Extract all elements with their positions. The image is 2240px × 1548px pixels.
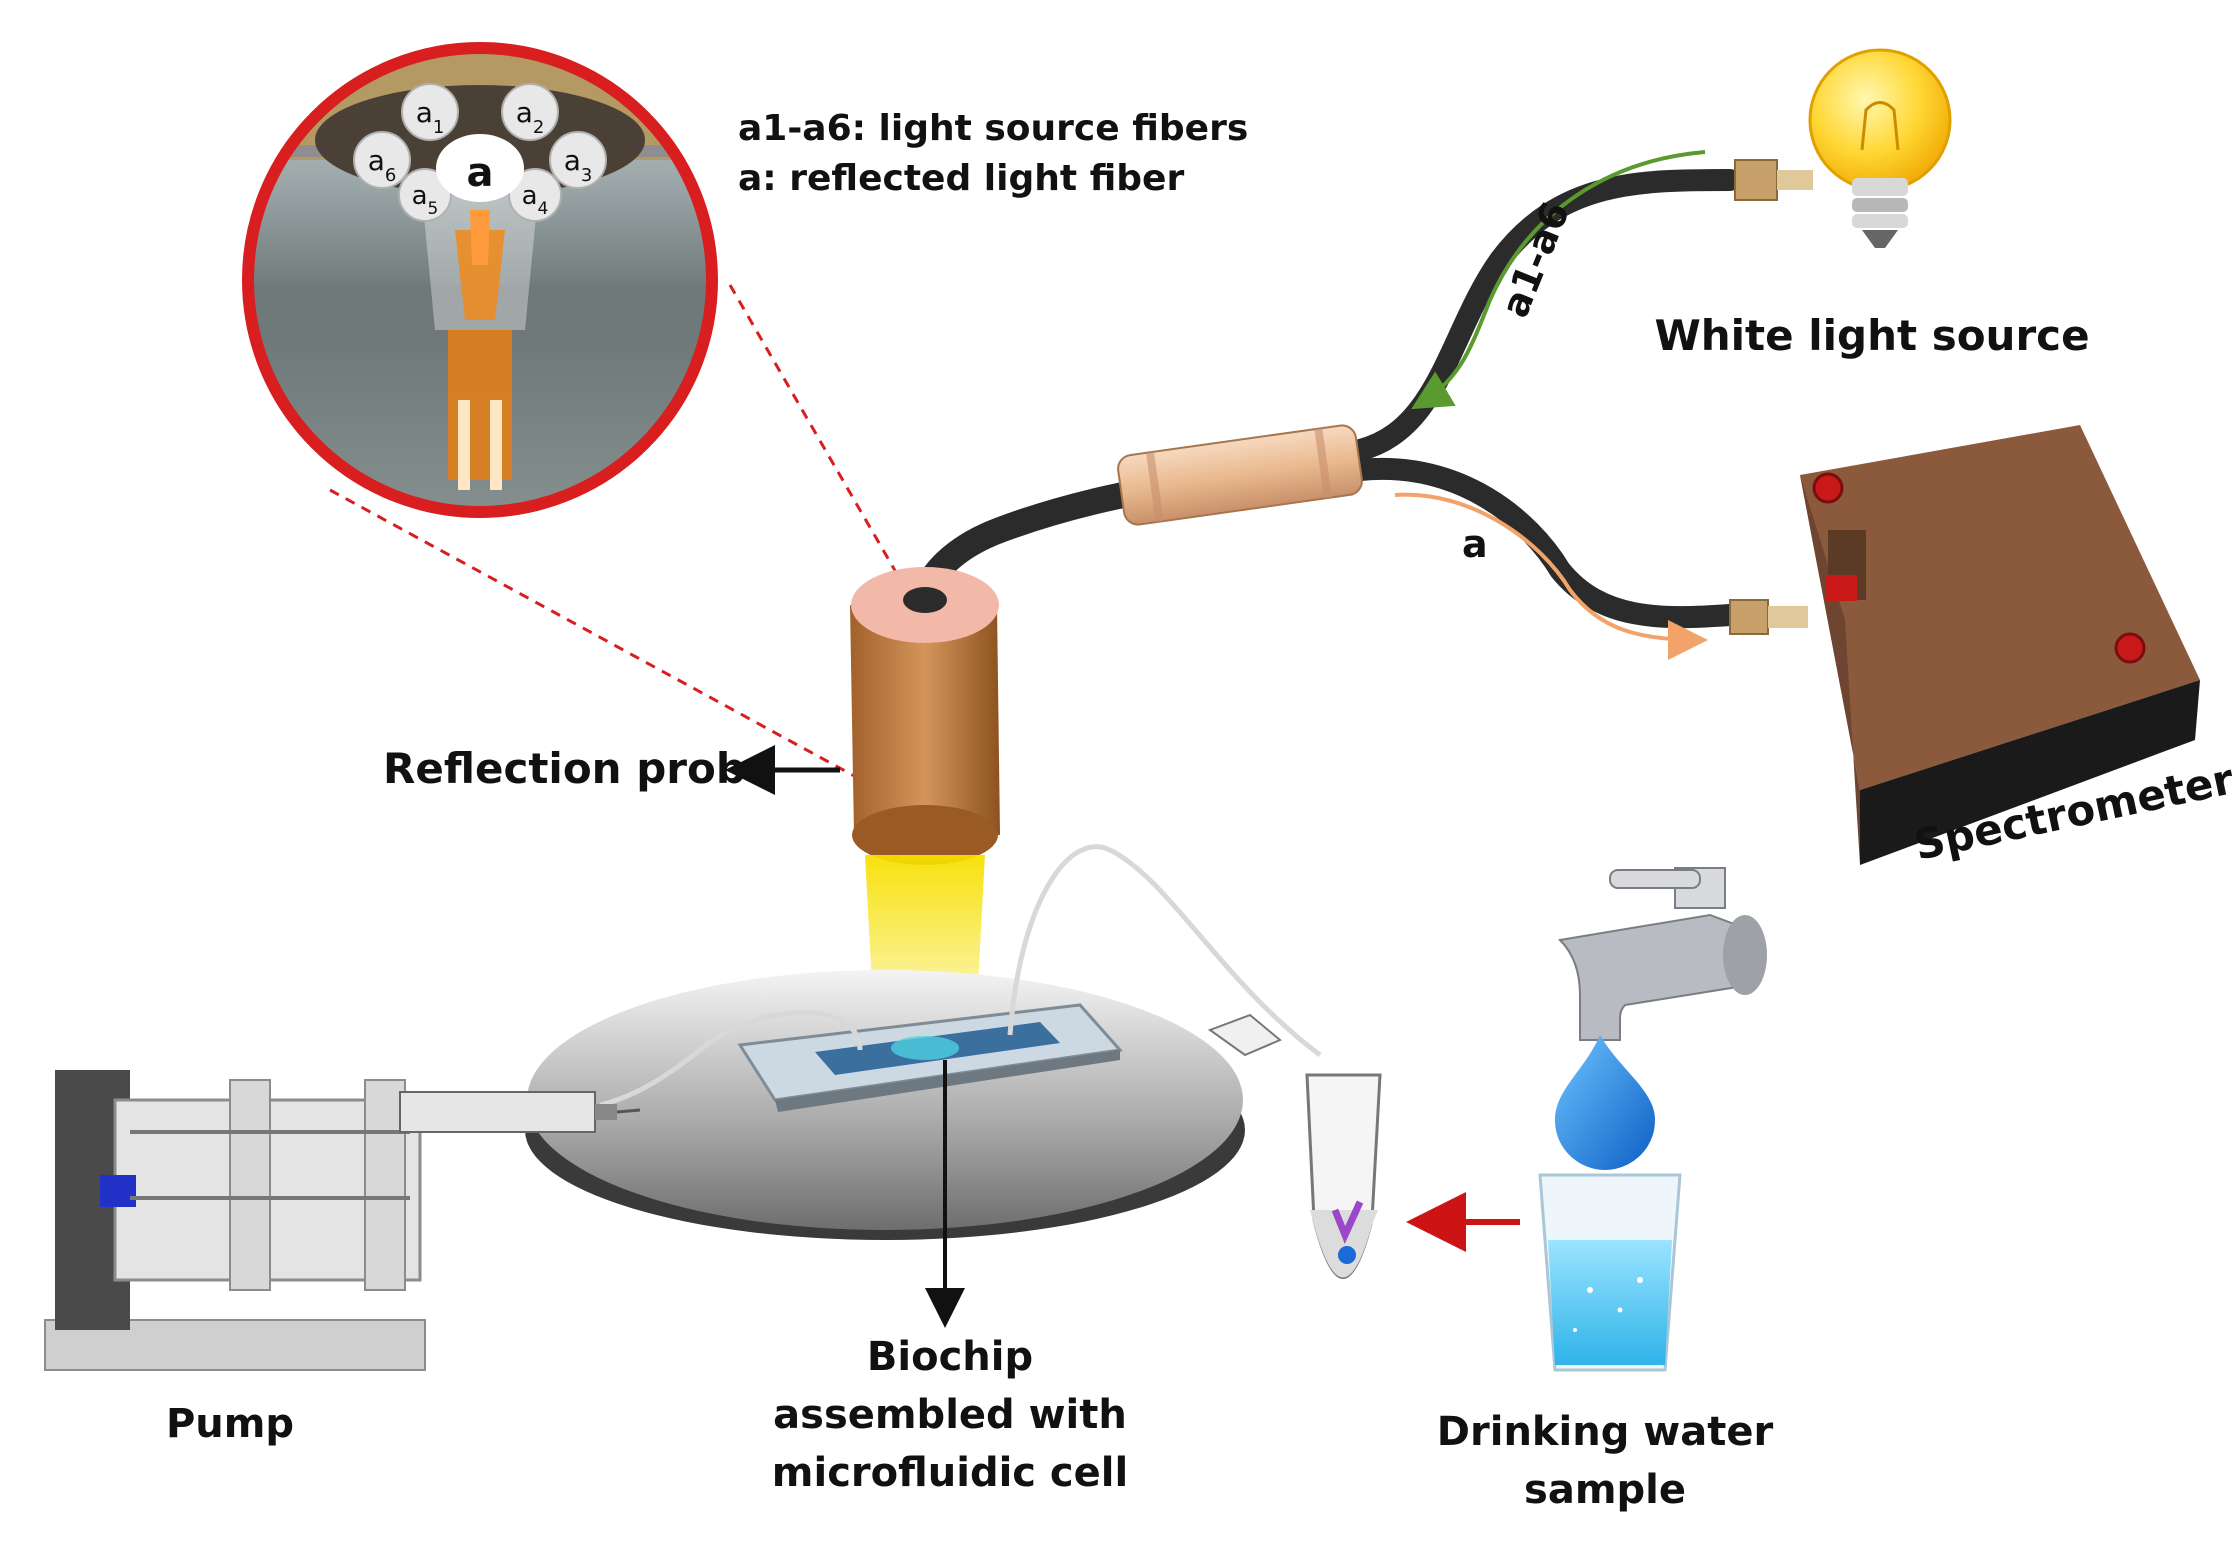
label-fiber-a: a <box>1462 522 1488 566</box>
inset-fiber-a1: a1 <box>401 83 459 141</box>
reflection-probe <box>850 567 1000 865</box>
svg-text:a6: a6 <box>368 144 397 186</box>
label-biochip-line3: microfluidic cell <box>772 1450 1128 1496</box>
light-cone <box>420 175 540 490</box>
label-drinking-water-line1: Drinking water <box>1437 1409 1774 1455</box>
svg-text:a5: a5 <box>412 181 439 219</box>
faucet-icon <box>1557 867 1767 1041</box>
label-white-light-source: White light source <box>1654 311 2089 360</box>
svg-text:a1: a1 <box>416 96 445 138</box>
sample-stage <box>525 970 1245 1240</box>
inset-fiber-a2: a2 <box>501 83 559 141</box>
biochip <box>599 844 1322 1112</box>
label-biochip-line2: assembled with <box>773 1392 1127 1438</box>
svg-text:a4: a4 <box>522 181 549 219</box>
inset-fiber-a6: a6 <box>353 131 411 189</box>
label-biochip-line1: Biochip <box>867 1334 1033 1380</box>
svg-text:a3: a3 <box>564 144 593 186</box>
label-pump: Pump <box>166 1401 294 1447</box>
sample-tube <box>1207 1013 1382 1279</box>
reflected-light-arrow <box>1394 492 1708 660</box>
inset-center-fiber: a <box>436 134 524 202</box>
syringe-pump <box>44 1070 641 1371</box>
water-drop-icon <box>1555 1035 1655 1170</box>
legend-source-fibers: a1-a6: light source fibers <box>738 108 1248 149</box>
legend-reflected-fiber: a: reflected light fiber <box>738 158 1184 199</box>
spectrometer-box <box>1729 425 2200 865</box>
probe-inset: a1 a2 a3 a4 <box>242 42 718 518</box>
label-drinking-water-line2: sample <box>1524 1467 1686 1513</box>
inset-fiber-a5: a5 <box>398 168 452 222</box>
water-glass-icon <box>1538 1173 1682 1372</box>
fiber-coupler <box>1117 424 1363 526</box>
svg-text:a2: a2 <box>516 96 545 138</box>
inset-fiber-a3: a3 <box>549 131 607 189</box>
inset-fiber-a4: a4 <box>508 168 562 222</box>
source-light-arrow <box>1411 150 1706 410</box>
label-reflection-probe: Reflection probe <box>383 744 774 793</box>
svg-text:a: a <box>467 150 494 196</box>
light-bulb-icon <box>1734 48 1952 248</box>
